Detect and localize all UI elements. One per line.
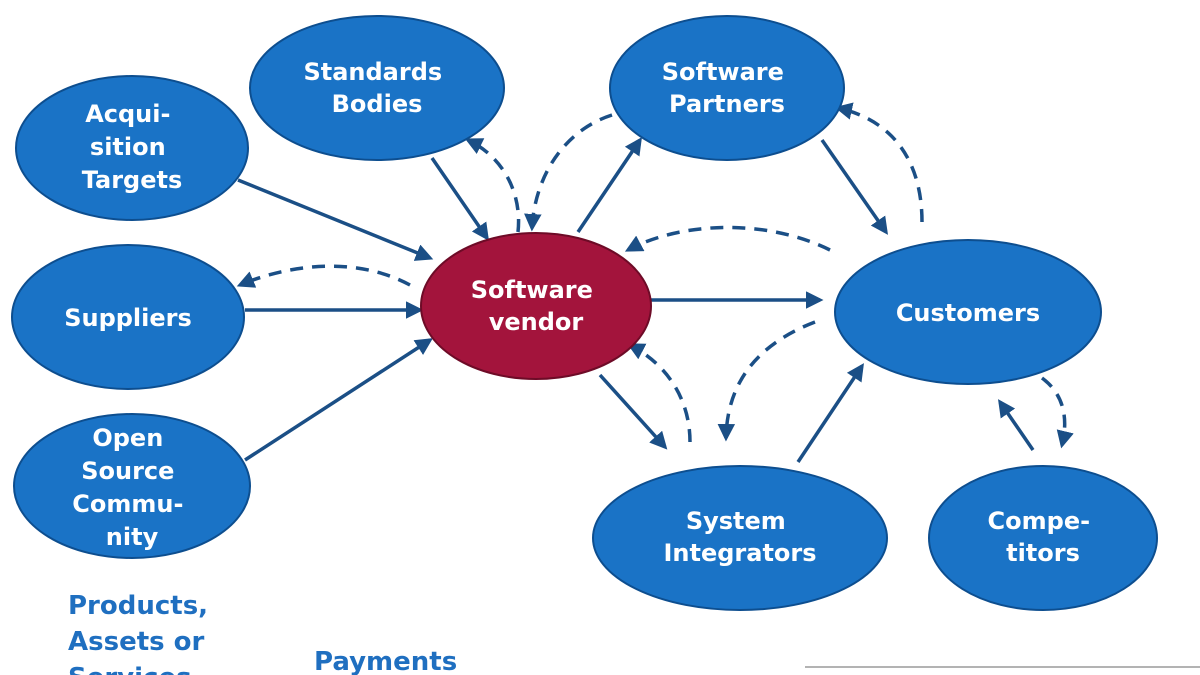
arrow-partners-to-customers [820,139,888,235]
svg-text:Customers: Customers [896,299,1040,327]
legend-line: Assets or [68,627,205,657]
node-label-line: Partners [669,90,785,118]
arrow-vendor-to-integrators [598,373,668,450]
node-label-line: Integrators [663,539,816,567]
payment-arrow-customers-to-vendor [624,225,831,252]
payment-arrow-customers-to-competitors [1040,376,1074,449]
product-flow-arrows [237,137,1035,463]
svg-text:Software Partners: Software Partners [662,58,793,118]
payment-arrow-partners-to-vendor [524,113,613,232]
node-competitors: Compe- titors [928,465,1158,611]
arrow-competitors-to-customers [998,399,1035,451]
svg-text:Payments: Payments [314,647,457,675]
node-label-line: Software [662,58,784,86]
node-label-line: System [686,507,786,535]
node-label-line: Commu- [72,490,183,518]
node-label-line: Software [471,276,593,304]
payment-arrow-customers-to-integrators [717,320,816,442]
payment-arrow-customers-to-partners [834,102,924,223]
arrow-vendor-to-partners [576,137,642,233]
node-label-line: vendor [489,308,584,336]
payment-arrow-vendor-to-standards [464,138,521,233]
arrow-opensource-to-vendor [244,338,433,462]
node-label-line: sition [90,133,166,161]
svg-text:Open Source Commu-: Open Source Commu- nity [72,424,192,551]
arrow-acquisition-to-vendor [237,178,434,261]
svg-text:Compe- titors: Compe- titors [988,507,1099,567]
svg-text:Standards Bodies: Standards Bodies [303,58,450,118]
payment-arrow-vendor-to-suppliers [236,264,411,288]
node-label-line: Targets [82,166,183,194]
node-label-line: Bodies [332,90,423,118]
node-label-line: Compe- [988,507,1091,535]
node-label-line: Suppliers [64,304,192,332]
node-label-line: nity [106,523,159,551]
payment-arrow-integrators-to-vendor [626,343,692,443]
node-label-line: Standards [303,58,442,86]
node-customers: Customers [834,239,1102,385]
legend-line: Payments [314,647,457,675]
node-software-vendor: Software vendor [420,232,652,380]
node-suppliers: Suppliers [11,244,245,390]
arrow-standards-to-vendor [430,157,489,241]
svg-text:Software vendor: Software vendor [471,276,602,336]
legend-products-assets-services: Products, Assets or Services [68,591,217,675]
node-software-partners: Software Partners [609,15,845,161]
node-system-integrators: System Integrators [592,465,888,611]
node-open-source-community: Open Source Commu- nity [13,413,251,559]
svg-text:System Integrators: System Integrators [663,507,816,567]
node-label-line: Source [81,457,174,485]
node-acquisition-targets: Acqui- sition Targets [15,75,249,221]
payment-flow-arrows [236,102,1074,449]
legend-payments: Payments [314,647,457,675]
node-label-line: Acqui- [85,100,170,128]
node-label-line: titors [1006,539,1080,567]
node-standards-bodies: Standards Bodies [249,15,505,161]
svg-text:Suppliers: Suppliers [64,304,192,332]
node-label-line: Open [92,424,163,452]
legend-line: Products, [68,591,208,621]
arrow-integrators-to-customers [796,363,864,463]
node-label-line: Customers [896,299,1040,327]
svg-text:Products, Assets or: Products, Assets or Services [68,591,217,675]
svg-text:Acqui- sition Targ: Acqui- sition Targets [82,100,183,194]
legend-line: Services [68,663,192,675]
